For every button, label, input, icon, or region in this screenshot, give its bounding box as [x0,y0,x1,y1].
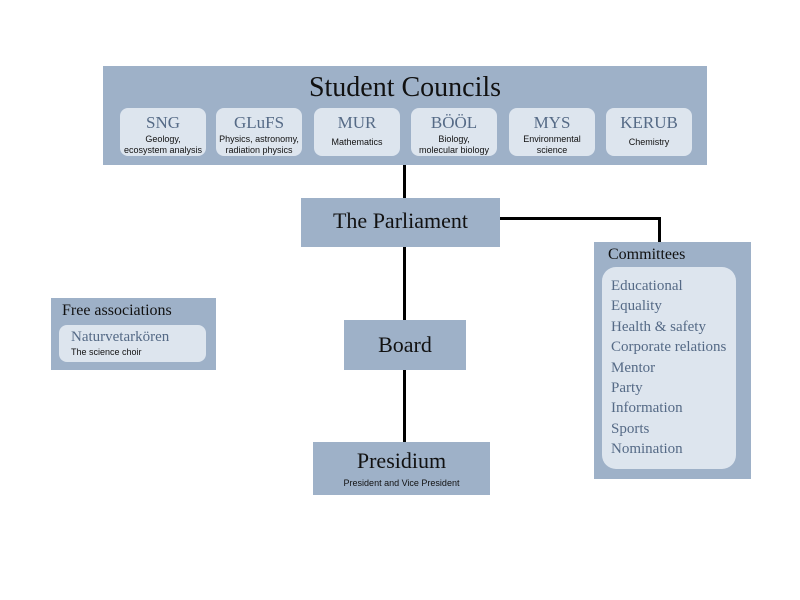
council-description-line: Biology, [438,134,470,144]
council-description: Chemistry [606,137,692,148]
connector-parliament-board [403,247,406,320]
council-description-line: Physics, astronomy, [219,134,299,144]
council-description-line: molecular biology [418,145,490,155]
council-mur: MUR Mathematics [314,108,400,156]
council-description: Mathematics [314,137,400,148]
council-description: Physics, astronomy,radiation physics [216,134,302,156]
free-associations-title: Free associations [62,302,172,319]
parliament-box: The Parliament [301,198,500,247]
council-description-line: science [536,145,568,155]
council-name: BÖÖL [430,113,478,132]
council-description-line: Mathematics [331,137,383,147]
council-name: GLuFS [233,113,285,132]
council-description-line: Environmental [523,134,581,144]
committee-item: Mentor [611,359,656,376]
free-association-name: Naturvetarkören [71,329,170,345]
committee-item: Equality [611,298,662,315]
presidium-box: Presidium President and Vice President [313,442,490,495]
committee-item: Educational [611,278,683,294]
council-sng: SNG Geology,ecosystem analysis [120,108,206,156]
committee-item: Party [611,380,643,397]
connector-councils-parliament [403,165,406,198]
council-description: Geology,ecosystem analysis [120,134,206,156]
free-association-description: The science choir [71,347,142,357]
council-description-line: ecosystem analysis [123,145,203,155]
presidium-subtitle: President and Vice President [343,478,460,488]
council-description-line: Chemistry [628,137,670,147]
committee-item: Sports [611,420,650,437]
council-name: SNG [145,113,180,132]
committee-item: Health & safety [611,318,706,335]
committees-title: Committees [608,246,686,263]
council-description: Biology,molecular biology [411,134,497,156]
free-association-item: Naturvetarkören The science choir [59,325,206,362]
free-associations-box: Free associations Naturvetarkören The sc… [51,298,216,370]
committee-item: Nomination [611,441,683,458]
council-description-line: Geology, [145,134,181,144]
council-name: KERUB [620,113,678,132]
council-glufs: GLuFS Physics, astronomy,radiation physic… [216,108,302,156]
connector-parliament-committees-horizontal [500,217,661,220]
parliament-title: The Parliament [332,208,468,233]
connector-board-presidium [403,370,406,442]
connector-parliament-committees-vertical [658,217,661,242]
committee-item: Information [611,400,683,417]
student-councils-title: Student Councils [308,72,502,103]
council-kerub: KERUB Chemistry [606,108,692,156]
council-name: MUR [337,113,377,132]
board-box: Board [344,320,466,370]
presidium-title: Presidium [356,448,447,473]
council-name: MYS [533,113,571,132]
committee-item: Corporate relations [611,339,727,356]
council-description-line: radiation physics [225,145,293,155]
board-title: Board [378,332,432,357]
student-councils-box: Student Councils SNG Geology,ecosystem an… [103,66,707,165]
council-bl: BÖÖL Biology,molecular biology [411,108,497,156]
